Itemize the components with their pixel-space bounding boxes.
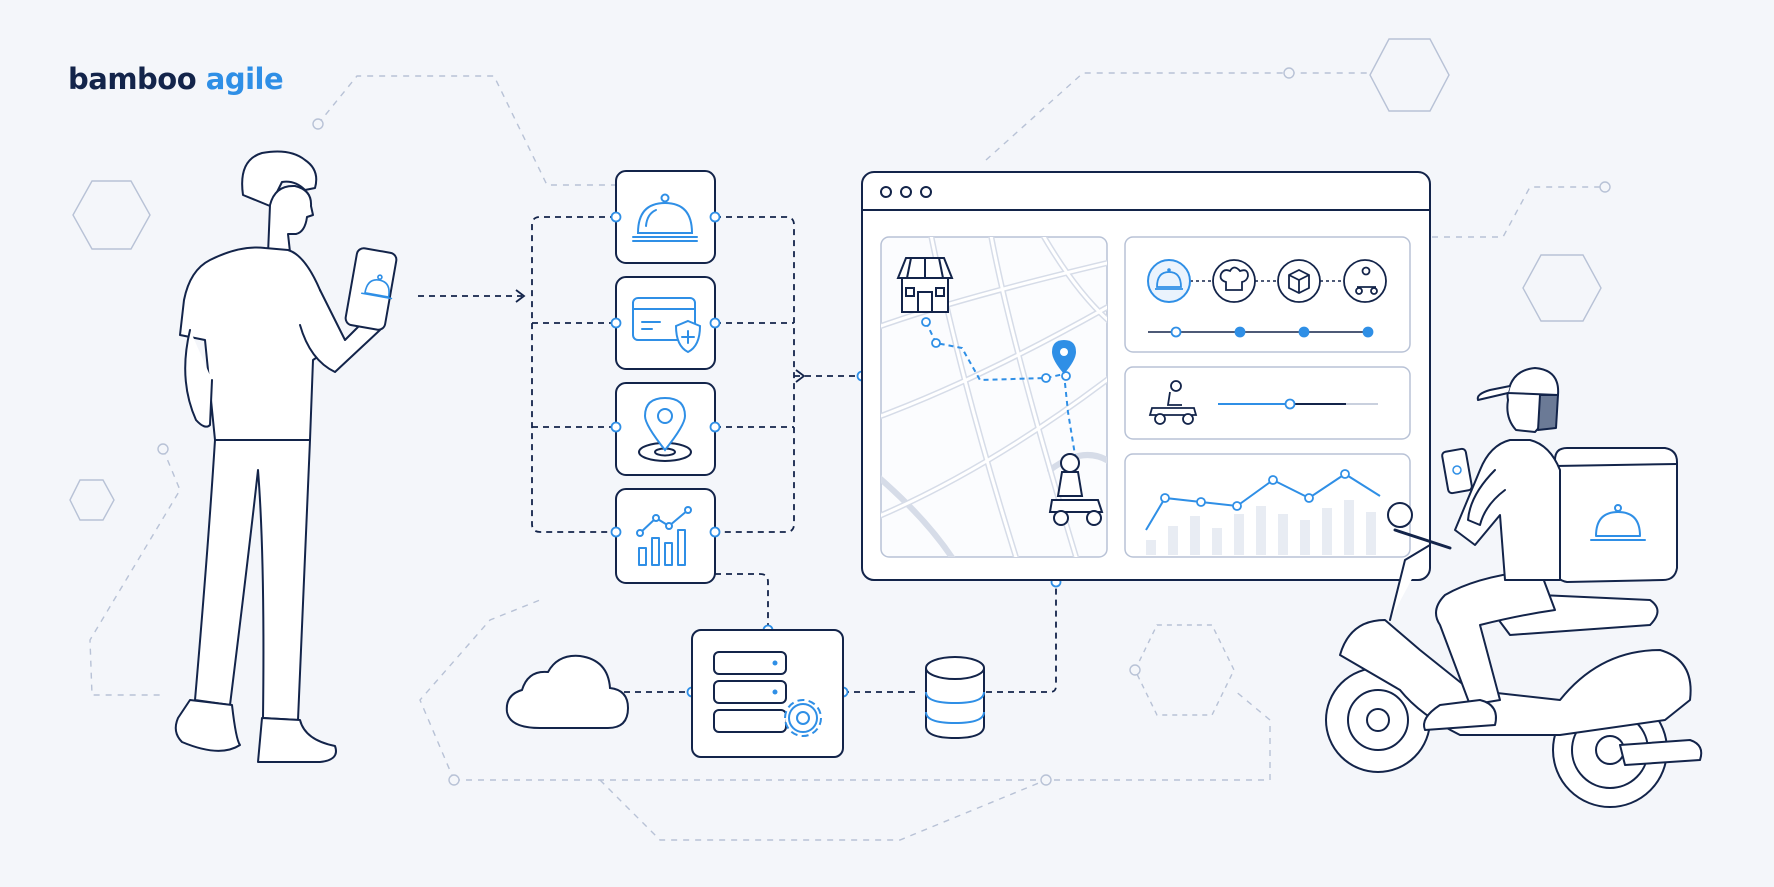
- module-secure-payment: [615, 276, 716, 370]
- decor-line: [599, 779, 1047, 841]
- face: [267, 184, 314, 255]
- decor-line: [317, 75, 616, 186]
- connectors: [418, 216, 1057, 693]
- decor-node: [1040, 774, 1052, 786]
- secure-payment-card-icon: [632, 297, 702, 354]
- location-pin-icon: [638, 396, 692, 462]
- decor-node: [157, 443, 169, 455]
- rider-torso: [1454, 439, 1561, 581]
- courier-progress-bar: [1218, 398, 1378, 410]
- db-to-app-connector: [986, 582, 1057, 693]
- shoe-left: [174, 699, 241, 752]
- rider-shoe: [1423, 699, 1497, 731]
- order-progress-step: [1362, 326, 1374, 338]
- hexagon-decor: [69, 479, 115, 521]
- map-panel: [880, 236, 1108, 558]
- analytics-chart-icon: [636, 506, 692, 566]
- box-cloche-icon: [1590, 504, 1646, 541]
- rider-legs: [1435, 569, 1556, 706]
- order-progress-track: [1148, 326, 1374, 338]
- decor-line: [419, 599, 541, 781]
- app-window: [861, 171, 1431, 581]
- scooter-courier-icon: [1343, 259, 1387, 303]
- hexagon-decor: [1522, 254, 1602, 322]
- window-controls: [880, 186, 932, 198]
- courier-phone: [1441, 447, 1473, 495]
- restaurant-icon: [896, 257, 954, 313]
- order-progress-step: [1170, 326, 1182, 338]
- hexagon-decor: [1134, 624, 1235, 716]
- server-connector: [715, 573, 769, 630]
- module-bus-right: [715, 216, 795, 533]
- delivery-box: [1554, 447, 1678, 583]
- delivery-courier-figure: [1325, 367, 1703, 808]
- package-box-icon: [1277, 259, 1321, 303]
- brand-name-part2: agile: [205, 62, 284, 96]
- scooter-icon: [1148, 380, 1198, 425]
- order-progress-step: [1298, 326, 1310, 338]
- shoe-right: [257, 717, 337, 763]
- decor-node: [1599, 181, 1611, 193]
- analytics-panel: [1124, 453, 1411, 558]
- decor-line: [985, 72, 1370, 161]
- arrow-head: [795, 369, 806, 383]
- courier-tracking-panel: [1124, 366, 1411, 440]
- courier-scooter-icon: [1048, 453, 1104, 526]
- legs: [194, 439, 311, 721]
- customer-figure: [174, 150, 398, 763]
- server-gear-icon: [691, 629, 844, 758]
- analytics-line: [1145, 472, 1381, 531]
- arm-left: [184, 329, 213, 428]
- cloud-icon: [505, 654, 630, 729]
- torso: [179, 246, 336, 441]
- cloche-icon: [1147, 259, 1191, 303]
- module-location: [615, 382, 716, 476]
- order-progress-step: [1234, 326, 1246, 338]
- rider-cap: [1507, 367, 1560, 396]
- decor-node: [312, 118, 324, 130]
- rider-neckhair: [1537, 394, 1559, 431]
- decor-line: [89, 448, 181, 696]
- decor-line: [454, 689, 1271, 781]
- hexagon-decor: [1369, 38, 1450, 112]
- module-food-ordering: [615, 170, 716, 264]
- cloche-icon: [632, 193, 698, 242]
- database-icon: [925, 656, 985, 740]
- phone: [344, 247, 398, 331]
- brand-logo: bamboo agile: [68, 62, 284, 96]
- arrow-head: [515, 289, 526, 303]
- rider-arm: [1467, 469, 1506, 526]
- order-status-panel: [1124, 236, 1411, 353]
- chef-hat-icon: [1212, 259, 1256, 303]
- decor-node: [1283, 67, 1295, 79]
- exhaust: [1619, 739, 1703, 766]
- module-analytics: [615, 488, 716, 584]
- decor-node: [1129, 664, 1141, 676]
- phone-cloche-icon: [361, 274, 393, 300]
- courier-progress-knob: [1284, 398, 1296, 410]
- decor-node: [448, 774, 460, 786]
- hair: [241, 150, 318, 207]
- decor-line: [1432, 186, 1605, 238]
- background-decor: [69, 38, 1611, 841]
- destination-pin-icon: [1052, 340, 1076, 374]
- brand-name-part1: bamboo: [68, 62, 197, 96]
- analytics-bars: [1146, 500, 1376, 555]
- module-bus-left: [531, 216, 616, 533]
- gear-icon: [784, 699, 822, 737]
- hexagon-decor: [72, 180, 151, 250]
